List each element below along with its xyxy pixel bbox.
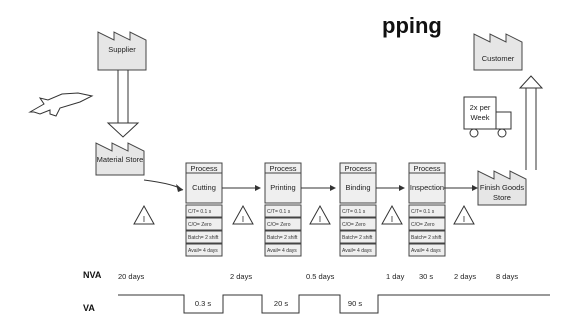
- inventory-symbol-label: I: [463, 215, 465, 224]
- supplier-factory-icon: [97, 31, 147, 71]
- material-store-factory-icon: [95, 142, 145, 176]
- finish-goods-label-line1: Finish Goods: [480, 183, 524, 192]
- inventory-symbol-label: I: [319, 215, 321, 224]
- nva-value: 20 days: [118, 272, 145, 281]
- process-data-cell: [264, 217, 302, 231]
- process-data-label: C/T= 0.1 s: [342, 209, 366, 215]
- process-data-cell: [408, 230, 446, 244]
- nva-value: 1 day: [386, 272, 405, 281]
- process-data-cell: [408, 217, 446, 231]
- process-data-cell: [339, 230, 377, 244]
- process-data-cell: [339, 243, 377, 257]
- process-data-label: Batch= 2 shift: [411, 235, 442, 241]
- process-data-label: Batch= 2 shift: [188, 235, 219, 241]
- inventory-triangle-icon: I: [232, 204, 254, 225]
- process-data-label: Avail= 4 days: [188, 248, 218, 254]
- inventory-symbol-label: I: [242, 215, 244, 224]
- inventory-symbol-label: I: [391, 215, 393, 224]
- nva-label: NVA: [83, 270, 102, 280]
- process-data-cell: [264, 243, 302, 257]
- process-data-label: C/T= 0.1 s: [411, 209, 435, 215]
- flow-arrowhead-icon: [399, 185, 405, 191]
- process-data-cell: [185, 243, 223, 257]
- process-data-label: C/O= Zero: [342, 222, 366, 228]
- process-data-label: Batch= 2 shift: [342, 235, 373, 241]
- process-name-label: Binding: [345, 183, 370, 192]
- flow-arrowhead-icon: [255, 185, 261, 191]
- va-value: 0.3 s: [195, 299, 212, 308]
- flow-arrowhead-icon: [330, 185, 336, 191]
- process-data-cell: [339, 204, 377, 218]
- timeline-ladder: [118, 294, 550, 314]
- va-value: 20 s: [274, 299, 288, 308]
- process-data-label: Avail= 4 days: [342, 248, 372, 254]
- process-data-label: C/O= Zero: [267, 222, 291, 228]
- finish-goods-factory-icon: [477, 170, 527, 206]
- process-data-cell: [264, 230, 302, 244]
- process-data-label: C/O= Zero: [188, 222, 212, 228]
- process-header-label: Process: [190, 164, 217, 173]
- process-data-label: Batch= 2 shift: [267, 235, 298, 241]
- inventory-triangle-icon: I: [133, 204, 155, 225]
- process-data-label: Avail= 4 days: [267, 248, 297, 254]
- process-data-cell: [185, 204, 223, 218]
- flow-arrowhead-final-icon: [472, 185, 478, 191]
- inventory-symbol-label: I: [143, 215, 145, 224]
- customer-label: Customer: [482, 54, 515, 63]
- process-header-label: Process: [413, 164, 440, 173]
- process-data-cell: [185, 217, 223, 231]
- process-data-cell: [408, 204, 446, 218]
- va-value: 90 s: [348, 299, 362, 308]
- shipment-label-line2: Week: [470, 113, 489, 122]
- process-data-label: C/O= Zero: [411, 222, 435, 228]
- process-name-label: Inspection: [410, 183, 444, 192]
- process-header-label: Process: [344, 164, 371, 173]
- airplane-icon: [28, 92, 94, 117]
- supplier-label: Supplier: [108, 45, 136, 54]
- finish-goods-label-line2: Store: [493, 193, 511, 202]
- shipment-label-line1: 2x per: [470, 103, 491, 112]
- va-label: VA: [83, 303, 95, 313]
- flow-arrows: [222, 185, 405, 191]
- process-name-cell: [264, 172, 302, 204]
- nva-value: 0.5 days: [306, 272, 335, 281]
- process-data-cell: [185, 230, 223, 244]
- process-header-label: Process: [269, 164, 296, 173]
- process-data-cell: [264, 204, 302, 218]
- process-data-label: Avail= 4 days: [411, 248, 441, 254]
- process-name-cell: [408, 172, 446, 204]
- title-fragment: pping: [382, 13, 442, 38]
- process-name-label: Cutting: [192, 183, 216, 192]
- shipment-arrow-icon: [518, 75, 544, 170]
- truck-icon: [463, 96, 512, 138]
- inventory-triangle-icon: I: [453, 204, 475, 225]
- customer-factory-icon: [473, 33, 523, 71]
- process-name-label: Printing: [270, 183, 295, 192]
- nva-value: 30 s: [419, 272, 433, 281]
- process-data-label: C/T= 0.1 s: [188, 209, 212, 215]
- process-data-cell: [339, 217, 377, 231]
- process-data-label: C/T= 0.1 s: [267, 209, 291, 215]
- inventory-triangle-icon: I: [381, 204, 403, 225]
- push-arrow-icon: [106, 70, 140, 138]
- timeline-values: 20 days 2 days 0.5 days 1 day 30 s 2 days 8 da…: [118, 272, 518, 308]
- flow-arrowhead-icon: [176, 184, 183, 192]
- process-data-cell: [408, 243, 446, 257]
- material-store-label: Material Store: [97, 155, 144, 164]
- nva-value: 8 days: [496, 272, 518, 281]
- nva-value: 2 days: [454, 272, 476, 281]
- inventory-triangle-icon: I: [309, 204, 331, 225]
- nva-value: 2 days: [230, 272, 252, 281]
